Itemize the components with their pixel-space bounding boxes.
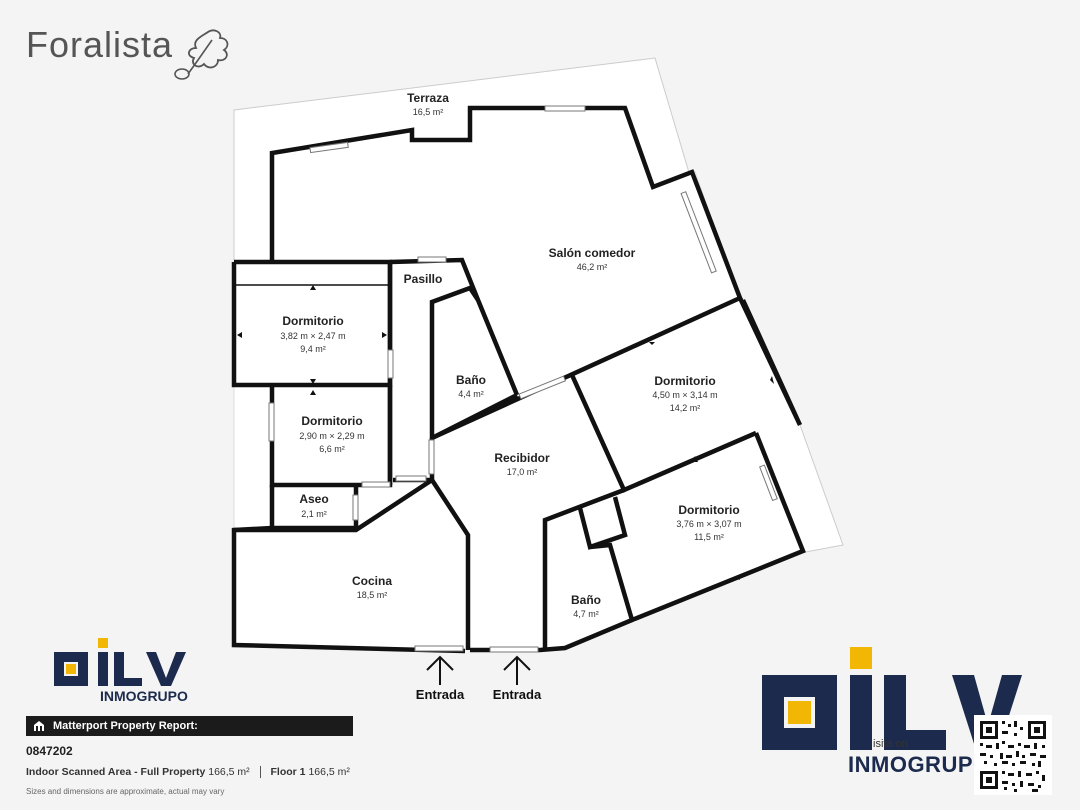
room-label-pasillo: Pasillo: [404, 272, 443, 286]
overlay-text: isita on: [873, 738, 908, 750]
room-area-recibidor: 17,0 m²: [507, 467, 538, 477]
room-label-bano2: Baño: [571, 593, 601, 607]
ilv-logo-large-sub: INMOGRUPO: [848, 752, 991, 777]
qr-code-icon: [974, 715, 1052, 795]
room-label-terraza: Terraza: [407, 91, 449, 105]
window: [361, 481, 391, 488]
property-id: 0847202: [26, 744, 73, 758]
area-value: 166,5 m²: [208, 766, 250, 778]
wall-bano2: [589, 542, 635, 621]
window: [387, 349, 394, 379]
room-area-bano2: 4,7 m²: [573, 609, 599, 619]
report-title-bar: Matterport Property Report:: [26, 716, 353, 736]
building-icon: [34, 721, 44, 731]
room-area-aseo: 2,1 m²: [301, 509, 327, 519]
marker: [692, 456, 698, 462]
room-dims-dorm3: 2,90 m × 2,29 m: [299, 431, 364, 441]
room-area-dorm2: 14,2 m²: [670, 403, 701, 413]
room-label-recibidor: Recibidor: [494, 451, 550, 465]
window: [489, 646, 539, 653]
window: [544, 105, 586, 112]
room-area-dorm3: 6,6 m²: [319, 444, 345, 454]
room-label-cocina: Cocina: [352, 574, 392, 588]
entrance-label: Entrada: [493, 687, 542, 702]
room-area-dorm1: 9,4 m²: [300, 344, 326, 354]
room-dims-dorm4: 3,76 m × 3,07 m: [676, 519, 741, 529]
area-summary: Indoor Scanned Area - Full Property 166,…: [26, 766, 350, 779]
window: [395, 475, 427, 482]
marker: [770, 376, 774, 384]
room-area-terraza: 16,5 m²: [413, 107, 444, 117]
room-area-dorm4: 11,5 m²: [694, 532, 724, 542]
window: [352, 494, 359, 521]
floor-value: 166,5 m²: [308, 766, 350, 778]
ilv-logo-sub: INMOGRUPO: [100, 688, 188, 704]
entrance-arrow-icon: [503, 655, 531, 685]
marker: [310, 379, 316, 384]
window: [759, 464, 778, 502]
area-label: Indoor Scanned Area - Full Property: [26, 766, 206, 778]
room-area-bano1: 4,4 m²: [458, 389, 484, 399]
marker: [382, 332, 387, 338]
divider: [259, 766, 261, 779]
room-dims-dorm2: 4,50 m × 3,14 m: [652, 390, 717, 400]
wall-dorm4: [542, 487, 625, 650]
oak-leaf-icon: [174, 29, 229, 80]
marker: [310, 285, 316, 290]
wall-cocina: [234, 476, 471, 650]
marker: [237, 332, 242, 338]
room-label-aseo: Aseo: [299, 492, 328, 506]
window: [309, 141, 349, 154]
room-area-cocina: 18,5 m²: [357, 590, 388, 600]
room-label-salon: Salón comedor: [549, 246, 636, 260]
entrance-label: Entrada: [416, 687, 465, 702]
marker: [649, 342, 655, 345]
window: [428, 439, 435, 475]
room-dims-dorm1: 3,82 m × 2,47 m: [280, 331, 345, 341]
window: [518, 375, 567, 400]
room-label-dorm3: Dormitorio: [301, 414, 362, 428]
wall-salon-dorm2: [431, 295, 741, 441]
floor-label: Floor 1: [270, 766, 306, 778]
room-label-dorm1: Dormitorio: [282, 314, 343, 328]
wall-dorm4b: [577, 496, 628, 550]
window: [417, 256, 447, 263]
marker: [310, 390, 316, 395]
ilv-logo-large: [762, 647, 1022, 750]
entrance-arrow-icon: [426, 655, 454, 685]
room-label-dorm2: Dormitorio: [654, 374, 715, 388]
brand-name: Foralista: [26, 24, 174, 65]
ilv-logo: [54, 638, 186, 686]
window: [680, 191, 717, 274]
room-area-salon: 46,2 m²: [577, 262, 608, 272]
room-label-bano1: Baño: [456, 373, 486, 387]
room-label-dorm4: Dormitorio: [678, 503, 739, 517]
window: [414, 645, 464, 652]
disclaimer: Sizes and dimensions are approximate, ac…: [26, 787, 225, 796]
report-title: Matterport Property Report:: [53, 720, 198, 732]
window: [268, 402, 275, 442]
marker: [734, 575, 740, 580]
